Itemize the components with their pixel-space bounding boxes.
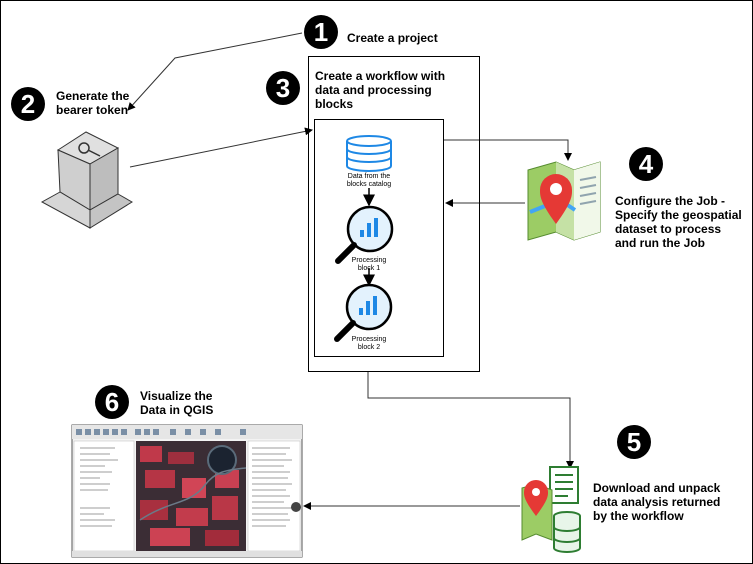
arrow-3-to-5 (367, 372, 574, 469)
step-4-label: Configure the Job - Specify the geospati… (615, 194, 742, 250)
step-2-badge: 2 (11, 87, 45, 121)
step-4-badge: 4 (629, 147, 663, 181)
arrow-1-to-2 (127, 32, 303, 111)
workflow-outer-box (308, 56, 480, 372)
step-5-badge: 5 (617, 425, 651, 459)
arrow-3-to-map (444, 139, 572, 161)
step-1-label: Create a project (347, 31, 438, 45)
step-3-badge: 3 (266, 71, 300, 105)
data-block-label: Data from the blocks catalog (346, 173, 392, 188)
step-6-badge: 6 (95, 385, 129, 419)
step-2-label: Generate the bearer token (56, 89, 130, 117)
workflow-inner-box (314, 119, 444, 357)
processing-block-1-label: Processing block 1 (351, 257, 387, 272)
processing-block-2-label: Processing block 2 (351, 336, 387, 351)
step-1-badge: 1 (304, 15, 338, 49)
step-5-label: Download and unpack data analysis return… (593, 481, 721, 523)
step-6-label: Visualize the Data in QGIS (140, 389, 214, 417)
arrow-2-to-3 (129, 127, 313, 168)
step-3-label: Create a workflow with data and processi… (315, 69, 446, 111)
